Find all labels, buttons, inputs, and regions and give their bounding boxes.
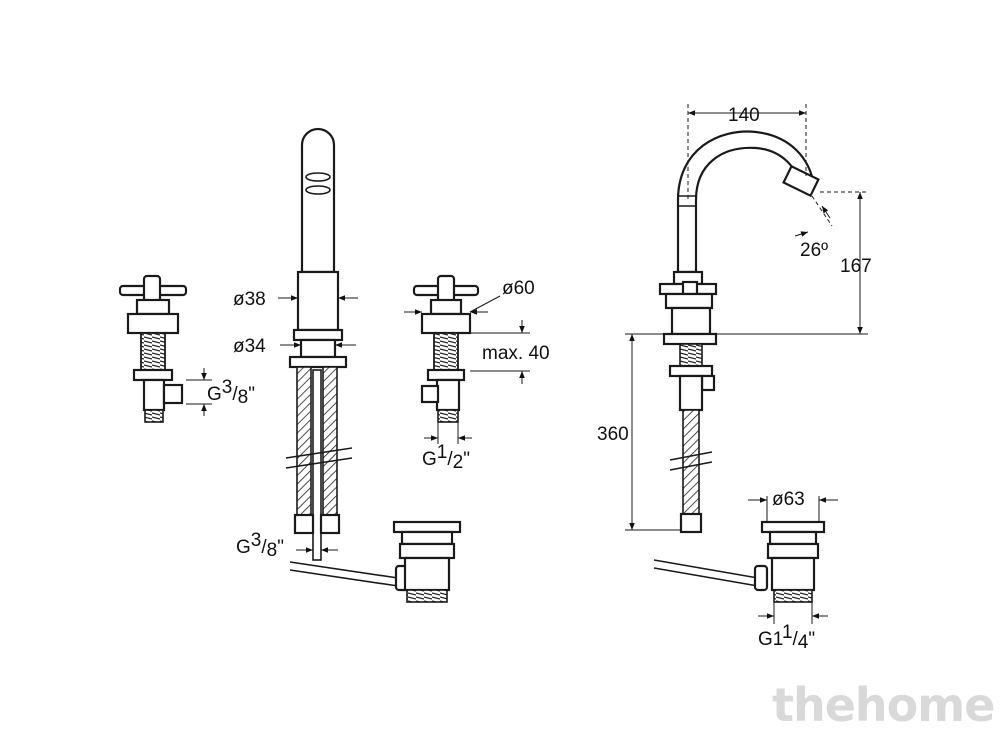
middle-popup-waste [289, 520, 462, 603]
g12-label: G1/2" [422, 442, 470, 473]
d63-dimension [748, 496, 838, 522]
side-view-spout [658, 130, 820, 534]
max40-dimension [470, 320, 530, 384]
side-popup-waste [653, 520, 826, 603]
h360-label: 360 [597, 424, 629, 445]
d38-label: ø38 [233, 289, 266, 310]
middle-spout [288, 127, 348, 369]
w140-label: 140 [728, 105, 760, 126]
g38-bottom-label: G3/8" [236, 530, 284, 561]
g38-side-label: G3/8" [207, 377, 255, 408]
angle-label: 26º [800, 240, 828, 261]
g114-label: G11/4" [758, 622, 815, 653]
h360-dimension [625, 333, 682, 531]
left-cross-valve [118, 274, 188, 423]
g114-dimension [758, 602, 828, 624]
d34-label: ø34 [233, 336, 266, 357]
h167-dimension [716, 191, 868, 335]
w140-dimension [687, 104, 807, 200]
g12-dimension [424, 422, 472, 444]
d60-label: ø60 [502, 278, 535, 299]
g38-bottom-dimension [296, 535, 338, 560]
angle-dimension [794, 195, 833, 237]
d63-label: ø63 [772, 489, 805, 510]
d60-dimension [404, 295, 501, 315]
right-cross-valve [412, 274, 480, 423]
h167-label: 167 [840, 256, 872, 277]
watermark: thehome [772, 678, 995, 732]
hoses [285, 366, 353, 561]
max40-label: max. 40 [482, 343, 550, 364]
g38-side-dimension [186, 368, 212, 416]
